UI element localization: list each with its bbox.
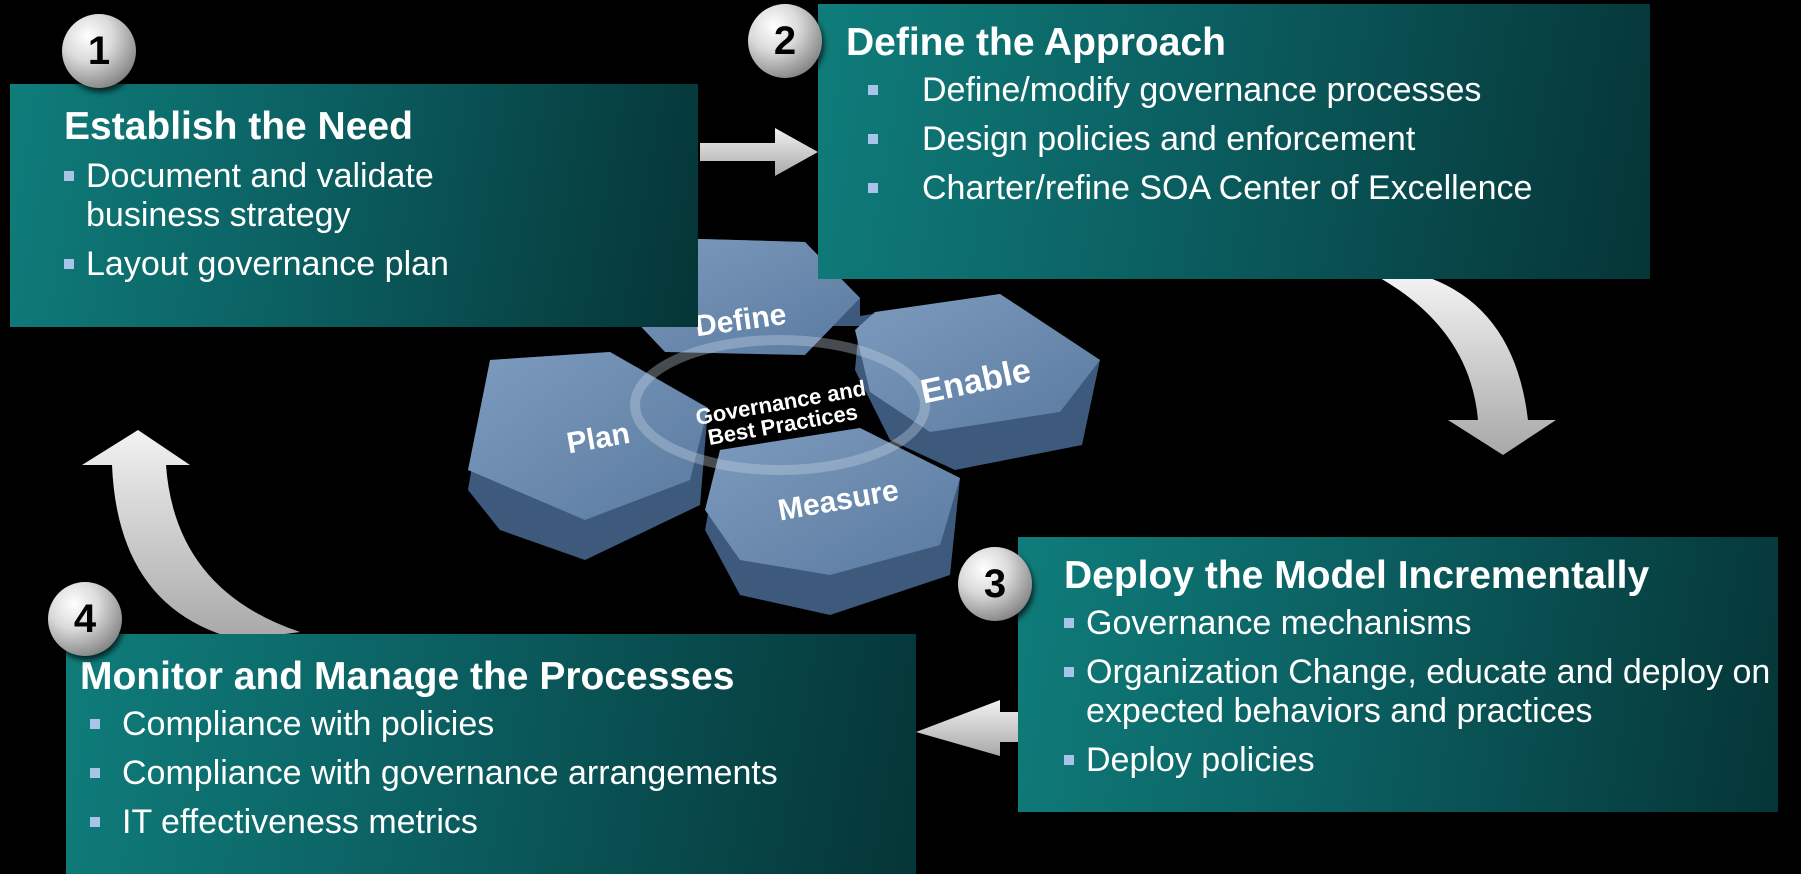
bullet-icon <box>90 816 100 827</box>
hexagon-enable <box>855 294 1100 470</box>
arrow-down-curve-icon <box>1380 278 1556 455</box>
bullet-icon <box>64 170 74 181</box>
arrow-up-curve-icon <box>82 430 300 640</box>
bullet-icon <box>1064 754 1074 765</box>
bullet-icon <box>868 133 878 144</box>
list-item: IT effectiveness metrics <box>80 803 916 842</box>
step-4-title: Monitor and Manage the Processes <box>80 655 735 698</box>
bullet-icon <box>868 182 878 193</box>
list-item: Compliance with governance arrangements <box>80 754 916 793</box>
step-3-panel: Deploy the Model Incrementally Governanc… <box>1018 537 1778 812</box>
bullet-icon <box>1064 666 1074 677</box>
step-1-title: Establish the Need <box>64 105 413 148</box>
step-3-list: Governance mechanisms Organization Chang… <box>1064 604 1778 780</box>
list-item: Organization Change, educate and deploy … <box>1064 653 1786 731</box>
list-item: Layout governance plan <box>64 245 698 284</box>
bullet-icon <box>868 84 878 95</box>
step-1-list: Document and validate business strategy … <box>64 157 698 284</box>
list-item: Governance mechanisms <box>1064 604 1778 643</box>
arrow-left-icon <box>916 700 1020 756</box>
list-item: Define/modify governance processes <box>846 71 1650 110</box>
step-2-list: Define/modify governance processes Desig… <box>846 71 1650 208</box>
list-item: Deploy policies <box>1064 741 1778 780</box>
step-4-list: Compliance with policies Compliance with… <box>80 705 916 842</box>
step-2-panel: Define the Approach Define/modify govern… <box>818 4 1650 279</box>
bullet-icon <box>1064 617 1074 628</box>
bullet-icon <box>64 258 74 269</box>
step-1-badge: 1 <box>62 14 136 88</box>
step-2-badge: 2 <box>748 4 822 78</box>
center-ring <box>630 335 930 475</box>
bullet-icon <box>90 767 100 778</box>
step-4-panel: Monitor and Manage the Processes Complia… <box>66 634 916 874</box>
step-2-title: Define the Approach <box>846 21 1226 64</box>
bullet-icon <box>90 718 100 729</box>
hexagon-plan <box>468 352 708 560</box>
step-3-badge: 3 <box>958 547 1032 621</box>
list-item: Document and validate business strategy <box>64 157 506 235</box>
list-item: Design policies and enforcement <box>846 120 1650 159</box>
step-4-badge: 4 <box>48 582 122 656</box>
arrow-right-icon <box>700 128 818 176</box>
list-item: Charter/refine SOA Center of Excellence <box>846 169 1650 208</box>
list-item: Compliance with policies <box>80 705 916 744</box>
hexagon-measure <box>705 428 960 615</box>
step-3-title: Deploy the Model Incrementally <box>1064 554 1650 597</box>
step-1-panel: Establish the Need Document and validate… <box>10 84 698 327</box>
